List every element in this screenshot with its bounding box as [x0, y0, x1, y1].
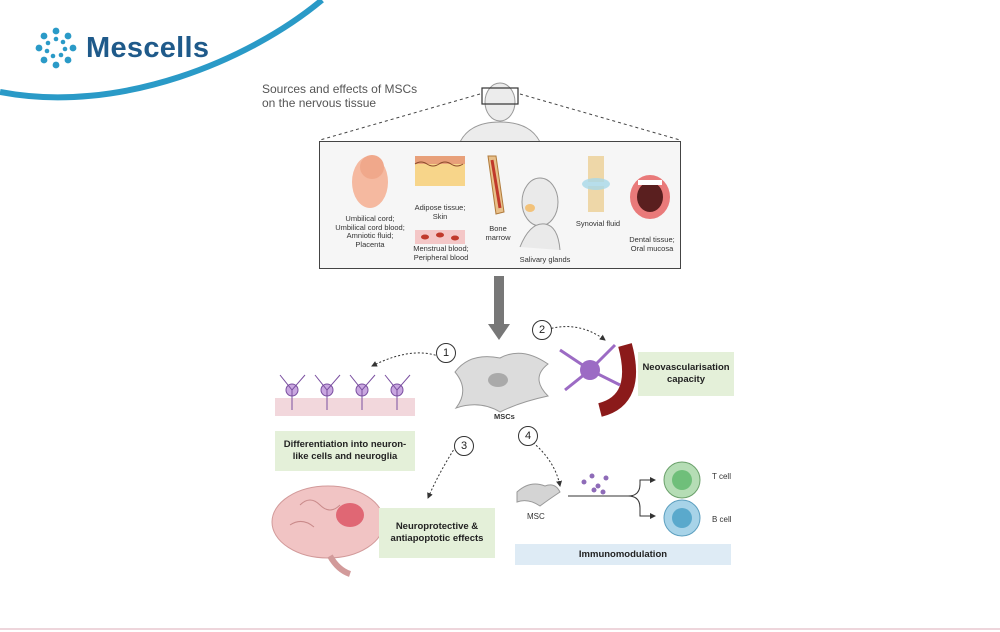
t-cell-label: T cell [712, 472, 731, 481]
title-line-2: on the nervous tissue [262, 96, 377, 110]
cytokines-icon [581, 473, 609, 495]
mouth-icon [630, 175, 670, 219]
blood-vessel-neuron-icon [559, 343, 637, 417]
down-arrow [494, 276, 504, 326]
salivary-face-icon [519, 177, 561, 251]
brand-name: Mescells [86, 32, 210, 64]
bone-icon [487, 155, 505, 215]
source-salivary-label: Salivary glands [519, 255, 571, 264]
step-3-badge: 3 [454, 436, 474, 456]
source-adipose-label: Adipose tissue; Skin [414, 203, 466, 221]
mescells-logo-icon [35, 27, 77, 69]
msc-small-label: MSC [527, 512, 545, 521]
differentiation-panel: Differentiation into neuron- like cells … [275, 431, 415, 471]
neuroprotective-panel: Neuroprotective & antiapoptotic effects [379, 508, 495, 558]
immunomodulation-panel: Immunomodulation [515, 544, 731, 565]
knee-joint-icon [582, 156, 610, 212]
source-dental-label: Dental tissue; Oral mucosa [629, 235, 675, 253]
step-1-badge: 1 [436, 343, 456, 363]
msc-center-label: MSCs [494, 412, 515, 421]
source-menstrual-label: Menstrual blood; Peripheral blood [413, 244, 469, 262]
b-cell-label: B cell [712, 515, 732, 524]
head-zoom-graphic [319, 82, 681, 143]
diagram-title: Sources and effects of MSCs on the nervo… [262, 82, 462, 110]
brain-icon [271, 485, 385, 577]
title-line-1: Sources and effects of MSCs [262, 82, 418, 96]
neovascularisation-panel: Neovascularisation capacity [638, 352, 734, 396]
small-msc-icon [516, 483, 561, 507]
blood-icon [415, 230, 465, 244]
source-umbilical-label: Umbilical cord; Umbilical cord blood; Am… [335, 214, 405, 249]
neurons-icon [275, 374, 415, 416]
fetus-icon [352, 155, 388, 208]
source-bone-label: Bone marrow [485, 224, 511, 242]
sources-illustrations [352, 155, 670, 251]
adipose-skin-icon [414, 156, 465, 186]
step-2-badge: 2 [532, 320, 552, 340]
step-4-badge: 4 [518, 426, 538, 446]
source-synovial-label: Synovial fluid [575, 219, 621, 228]
